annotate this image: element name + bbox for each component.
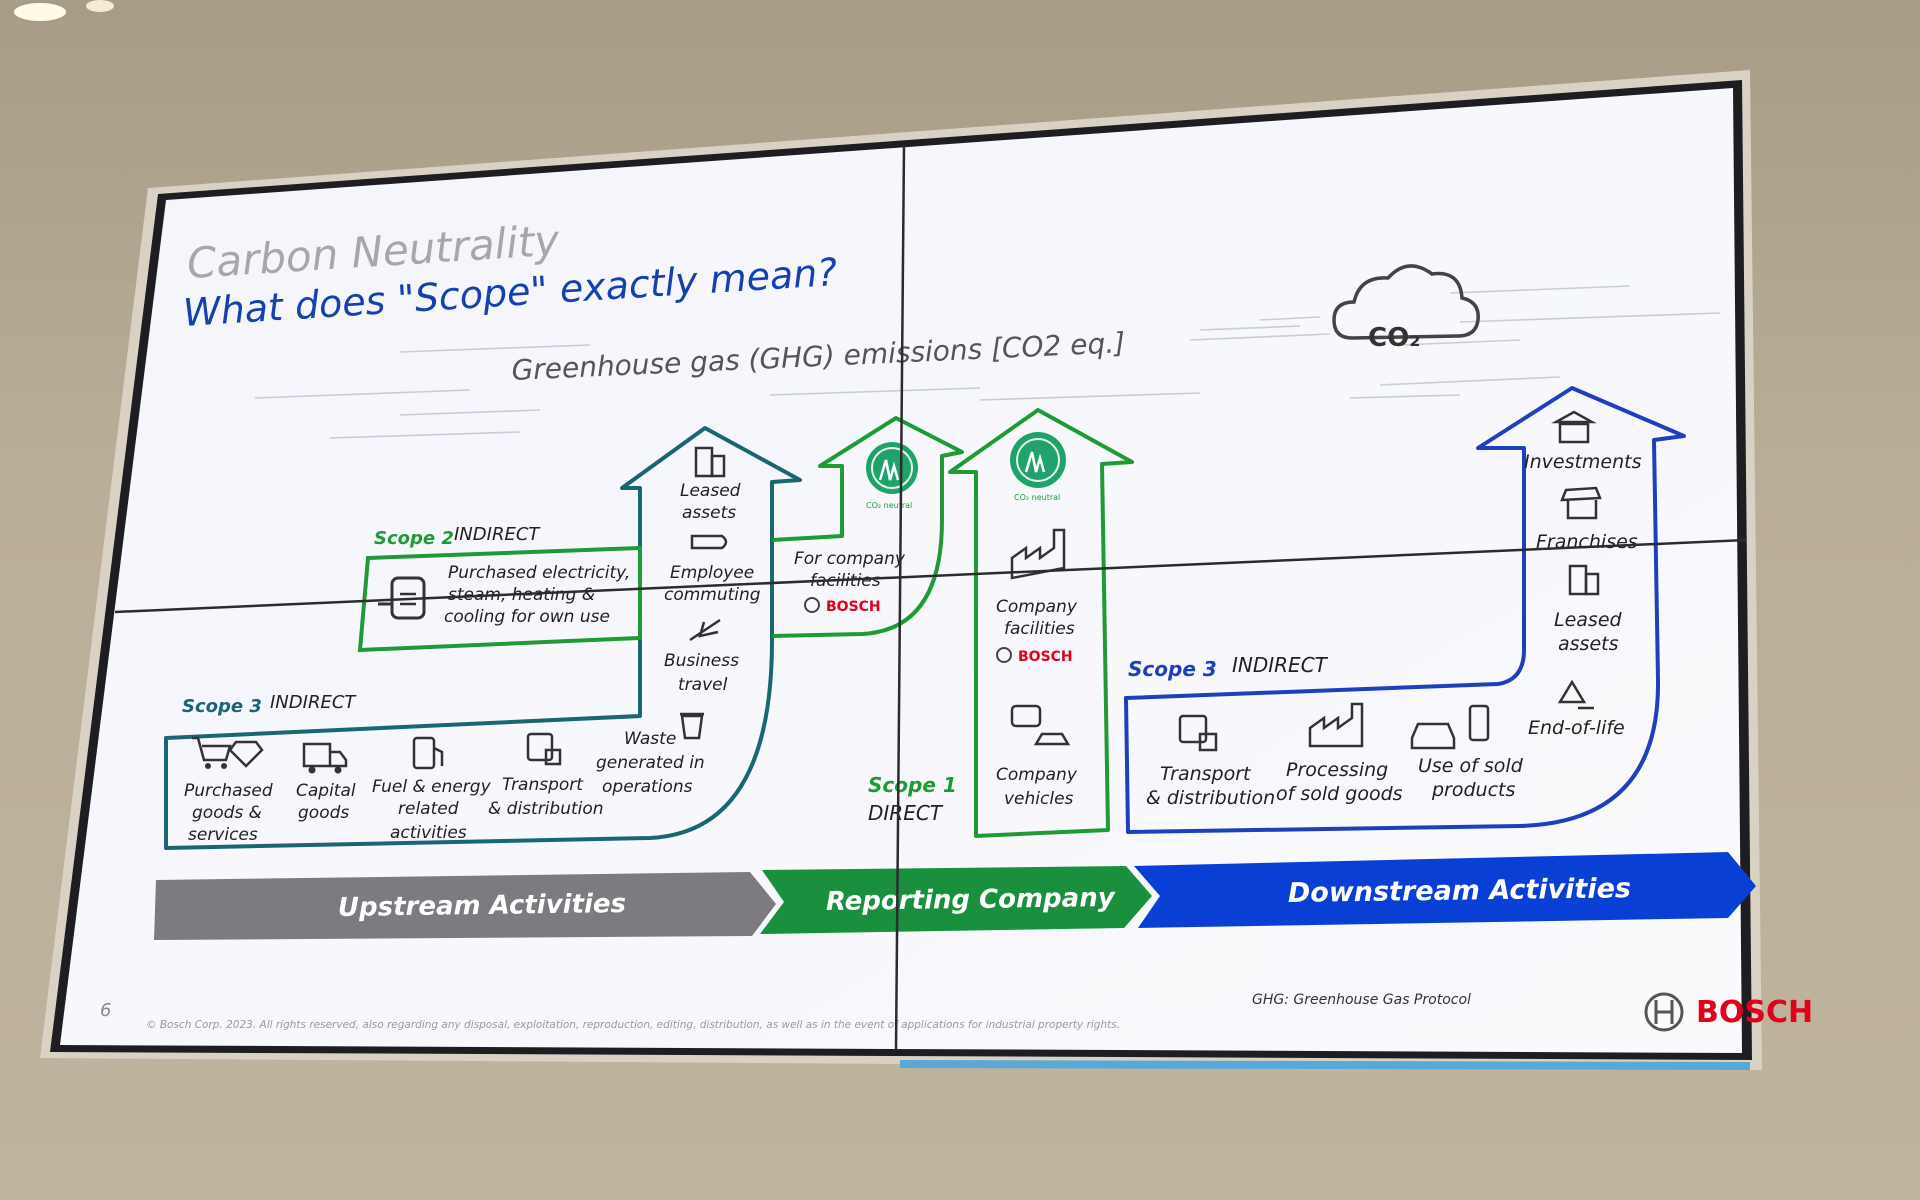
scope3-up-item2-line2: goods — [298, 803, 349, 823]
scope3-up-item4-line1: Transport — [502, 775, 584, 795]
reporting-band-label: Reporting Company — [826, 883, 1116, 917]
scope2-type: INDIRECT — [454, 524, 541, 545]
trash-icon — [680, 712, 704, 740]
recycle-icon — [1557, 679, 1594, 710]
scope3-down-arrow-item4: End-of-life — [1528, 717, 1625, 739]
scope1-item2-line1: Company — [996, 765, 1078, 785]
scope2-text-line3: cooling for own use — [444, 607, 610, 627]
scope3-up-arrow-item3-line1: Business — [664, 651, 739, 671]
building-icon-downstream — [1568, 564, 1600, 596]
scope3-down-item3-line1: Use of sold — [1418, 755, 1524, 777]
bosch-logo-scope2: BOSCH — [804, 597, 881, 615]
upstream-band: Upstream Activities — [154, 872, 776, 940]
reporting-band: Reporting Company — [760, 866, 1152, 934]
train-icon — [690, 534, 728, 550]
scope3-up-item1-line2: goods & — [192, 803, 262, 823]
scope3-down-item3-line2: products — [1431, 779, 1515, 801]
truck-icon-upstream — [302, 742, 348, 774]
scope3-up-item3-line1: Fuel & energy — [372, 777, 492, 797]
scope3-up-item3-line3: activities — [390, 823, 467, 843]
copyright-text: © Bosch Corp. 2023. All rights reserved,… — [146, 1019, 1120, 1031]
downstream-band: Downstream Activities — [1134, 852, 1756, 928]
car-icon — [1410, 704, 1490, 750]
scope2-target-line1: For company — [794, 549, 906, 569]
scope3-up-arrow-item1-line1: Leased — [680, 481, 741, 501]
scope1-arrow — [948, 408, 1134, 838]
scope1-item1-line2: facilities — [1004, 619, 1075, 639]
scope3-up-type: INDIRECT — [270, 692, 357, 713]
svg-text:CO₂ neutral: CO₂ neutral — [866, 501, 912, 510]
scope3-down-type: INDIRECT — [1232, 653, 1329, 677]
scope3-down-label: Scope 3 — [1128, 657, 1217, 681]
scope1-item1-line1: Company — [996, 597, 1078, 617]
co2-neutral-badge-scope2: CO₂ neutral — [866, 442, 918, 510]
ceiling-lights — [14, 0, 114, 21]
transport-box-icon-downstream — [1178, 714, 1218, 752]
vehicles-icon — [1010, 704, 1071, 746]
svg-text:BOSCH: BOSCH — [1018, 649, 1073, 665]
bank-icon — [1551, 410, 1597, 444]
downstream-band-label: Downstream Activities — [1288, 873, 1632, 909]
scope3-downstream-arrow — [1124, 386, 1686, 834]
co2-cloud-label: CO₂ — [1368, 323, 1421, 353]
scope3-up-item5-line1: Waste — [624, 729, 676, 749]
scope1-type: DIRECT — [868, 801, 944, 825]
speed-lines — [254, 285, 1721, 439]
co2-cloud-icon: CO₂ — [1332, 264, 1480, 353]
factory-icon-downstream — [1308, 702, 1364, 748]
scope3-down-item2-line2: of sold goods — [1276, 783, 1403, 805]
scope3-up-item4-line2: & distribution — [488, 799, 604, 819]
scope3-up-item5-line2: generated in — [596, 753, 705, 773]
scope3-up-item5-line3: operations — [602, 777, 693, 797]
scope3-down-item1-line1: Transport — [1160, 763, 1252, 785]
transport-box-icon-upstream — [526, 732, 562, 766]
scope2-arrow — [357, 416, 964, 653]
scope1-item2-line2: vehicles — [1004, 789, 1074, 809]
slide-screen: Carbon Neutrality What does "Scope" exac… — [60, 88, 1813, 1070]
scope3-up-arrow-item2-line2: commuting — [664, 585, 761, 605]
factory-icon-scope1 — [1010, 528, 1066, 580]
building-icon-upstream — [694, 446, 726, 478]
scope3-down-arrow-item3-line2: assets — [1558, 633, 1619, 655]
page-number: 6 — [100, 1000, 111, 1021]
cart-icon — [192, 736, 264, 769]
scope3-up-item1-line1: Purchased — [184, 781, 273, 801]
scope3-up-item1-line3: services — [188, 825, 258, 845]
scope3-up-arrow-item2-line1: Employee — [670, 563, 754, 583]
scope3-up-item3-line2: related — [398, 799, 459, 819]
scope3-up-arrow-item1-line2: assets — [682, 503, 736, 523]
scope3-down-arrow-item3-line1: Leased — [1554, 609, 1623, 631]
shop-icon — [1560, 486, 1602, 520]
fuel-pump-icon — [412, 736, 444, 770]
bottom-led-strip — [900, 1060, 1750, 1070]
scope3-up-label: Scope 3 — [182, 696, 262, 717]
scope3-up-arrow-item3-line2: travel — [678, 675, 728, 695]
scope3-down-item1-line2: & distribution — [1146, 787, 1275, 809]
scope2-label: Scope 2 — [374, 528, 454, 549]
airplane-icon — [689, 618, 721, 642]
scope3-upstream-arrow — [164, 426, 802, 850]
video-wall-seams — [114, 145, 1747, 1051]
upstream-band-label: Upstream Activities — [338, 889, 627, 923]
scope3-down-item2-line1: Processing — [1286, 759, 1388, 781]
bosch-logo-footer: BOSCH — [1644, 992, 1813, 1032]
svg-text:BOSCH: BOSCH — [826, 599, 881, 615]
svg-text:CO₂ neutral: CO₂ neutral — [1014, 493, 1060, 502]
co2-neutral-badge-scope1: CO₂ neutral — [1010, 432, 1066, 502]
scope1-label: Scope 1 — [868, 773, 957, 797]
scope2-text-line1: Purchased electricity, — [448, 563, 630, 583]
scope3-up-item2-line1: Capital — [296, 781, 356, 801]
footnote: GHG: Greenhouse Gas Protocol — [1252, 992, 1471, 1008]
bosch-logo-scope1: BOSCH — [996, 647, 1073, 665]
svg-text:BOSCH: BOSCH — [1696, 995, 1813, 1030]
scope3-down-arrow-item1: Investments — [1524, 451, 1642, 473]
